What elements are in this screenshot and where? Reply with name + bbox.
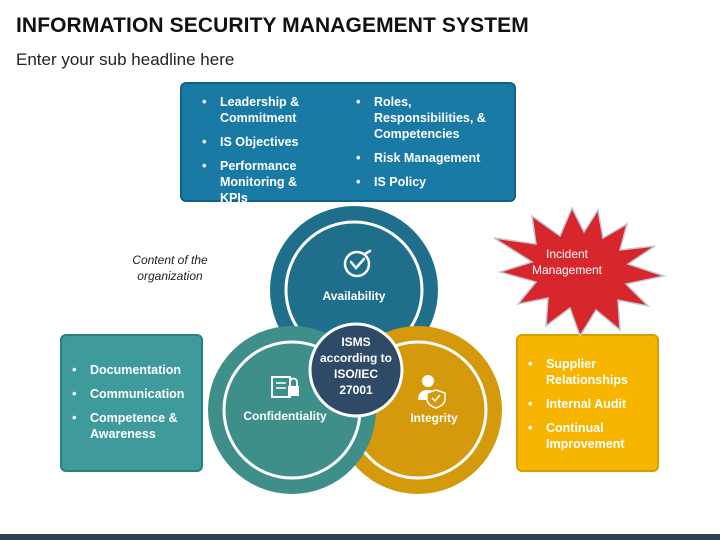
list-item: Roles, Responsibilities, & Competencies (352, 94, 514, 142)
starburst-label-line2: Management (532, 263, 603, 277)
list-item: Supplier Relationships (524, 356, 638, 388)
right-content-box: Supplier Relationships Internal Audit Co… (516, 334, 659, 472)
center-label-line2: according to (320, 351, 392, 365)
isms-center-circle (308, 322, 404, 418)
page-title: INFORMATION SECURITY MANAGEMENT SYSTEM (16, 14, 529, 37)
top-box-right-column: Roles, Responsibilities, & Competencies … (352, 94, 506, 200)
left-content-box: Documentation Communication Competence &… (60, 334, 203, 472)
list-item: Continual Improvement (524, 420, 638, 452)
user-shield-icon (418, 375, 446, 409)
availability-label: Availability (323, 289, 386, 303)
list-item: Communication (68, 386, 195, 402)
center-label-line4: 27001 (339, 383, 373, 397)
incident-management-starburst (493, 206, 667, 338)
list-item: Competence & Awareness (68, 410, 182, 442)
list-item: Leadership & Commitment (198, 94, 328, 126)
top-content-box: Leadership & Commitment IS Objectives Pe… (180, 82, 516, 205)
center-label-line3: ISO/IEC (334, 367, 378, 381)
starburst-label-line1: Incident (546, 247, 589, 261)
top-box-left-column: Leadership & Commitment IS Objectives Pe… (198, 94, 352, 205)
page-subtitle: Enter your sub headline here (16, 50, 235, 69)
list-item: Risk Management (352, 150, 506, 166)
center-label-line1: ISMS (341, 335, 370, 349)
lock-document-icon (271, 376, 299, 398)
organization-note: Content of the organization (132, 253, 208, 283)
check-circle-icon (343, 249, 372, 278)
list-item: IS Objectives (198, 134, 352, 150)
list-item: Internal Audit (524, 396, 651, 412)
list-item: Performance Monitoring & KPIs (198, 158, 328, 206)
integrity-label: Integrity (410, 411, 458, 425)
list-item: Documentation (68, 362, 195, 378)
footer-bar (0, 534, 720, 540)
confidentiality-label: Confidentiality (243, 409, 327, 423)
list-item: IS Policy (352, 174, 506, 190)
